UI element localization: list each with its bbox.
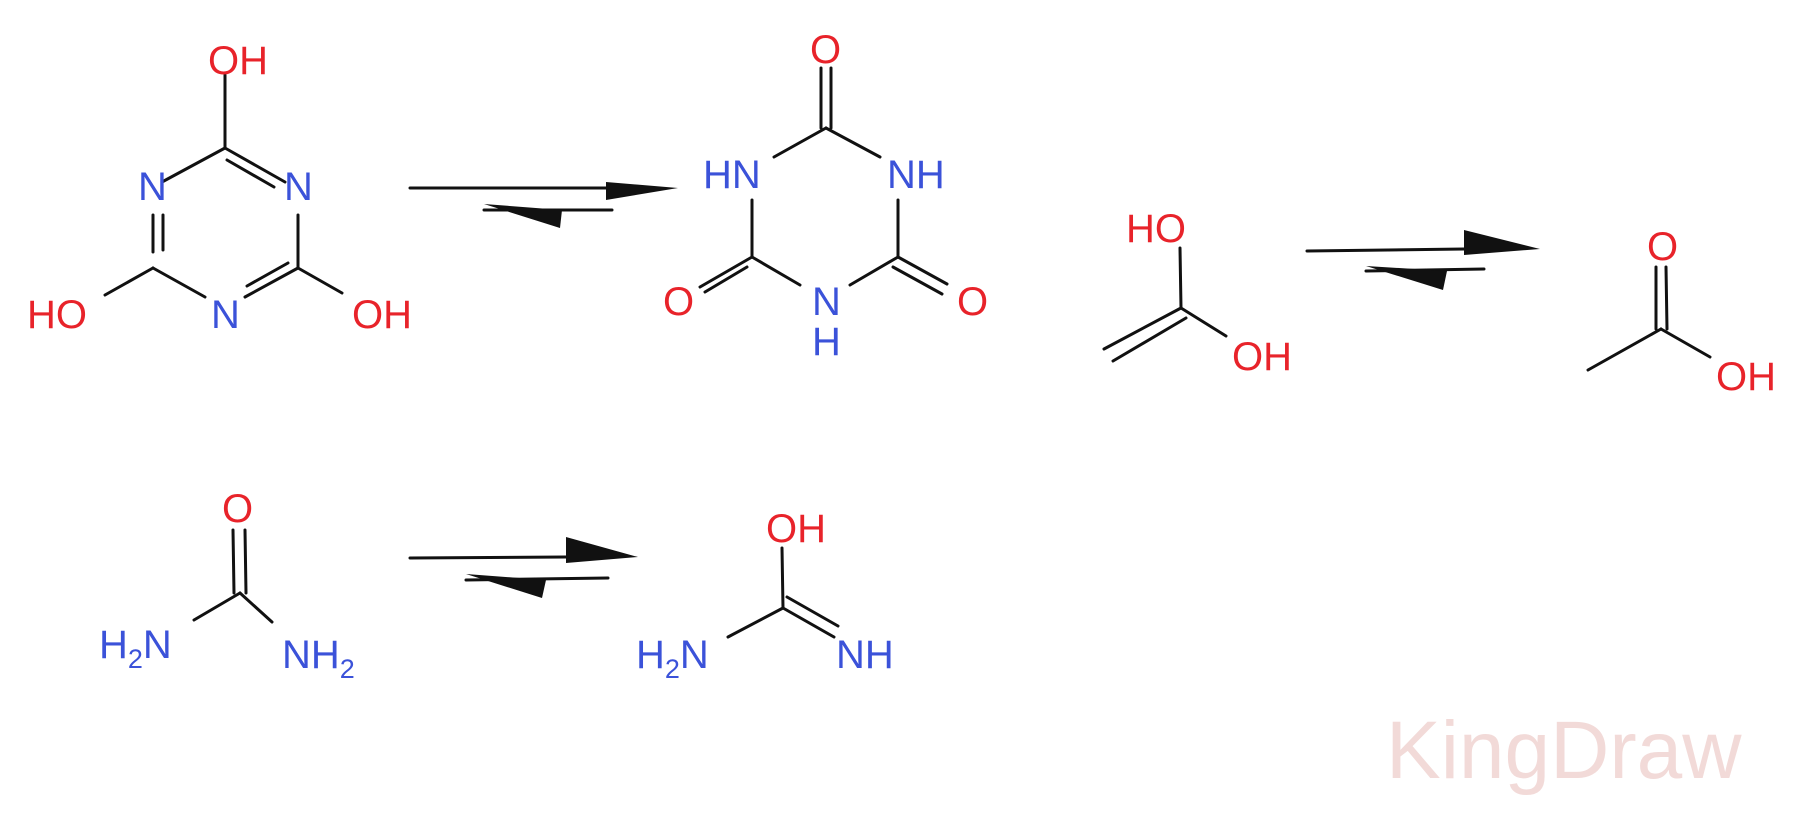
nitrogen-label: NH [836, 633, 894, 677]
nitrogen-label: N [138, 165, 167, 209]
oxygen-label: HO [1126, 207, 1186, 251]
hydrogen-label: H [99, 623, 128, 667]
nitrogen-label: N [211, 293, 240, 337]
nitrogen-symbol: N [680, 633, 709, 677]
hydrogen-label: H [812, 320, 841, 364]
oxygen-label: OH [1716, 355, 1776, 399]
bond [750, 255, 802, 287]
bond [1664, 265, 1669, 331]
bond [223, 146, 287, 184]
oxygen-label: O [1647, 225, 1678, 269]
bond [296, 266, 344, 295]
bond [780, 546, 785, 610]
bond [1305, 247, 1466, 253]
bond [1178, 246, 1183, 310]
bond [781, 606, 836, 639]
bond [1102, 306, 1183, 351]
bond [726, 606, 785, 639]
nitrogen-label: N [812, 280, 841, 324]
oxygen-label: O [810, 28, 841, 72]
oxygen-label: OH [352, 293, 412, 337]
bond [848, 255, 900, 287]
nitrogen-label: H2N [99, 623, 172, 674]
molecule-urea: O H2N NH2 [99, 487, 355, 684]
subscript: 2 [665, 654, 680, 684]
bond [243, 528, 248, 595]
bond [103, 266, 155, 297]
bond [192, 591, 242, 622]
bond [1659, 327, 1712, 359]
nitrogen-label: HN [703, 153, 761, 197]
oxygen-label: HO [27, 293, 87, 337]
arrowhead [1464, 230, 1540, 255]
kingdraw-watermark: KingDraw [1386, 705, 1742, 796]
bond [896, 255, 949, 286]
nitrogen-symbol: N [143, 623, 172, 667]
arrowhead [1366, 266, 1447, 290]
oxygen-label: O [663, 280, 694, 324]
arrowhead [566, 537, 638, 563]
equilibrium-arrow [1305, 230, 1540, 290]
molecule-cyanuric-acid-keto: O HN NH N H O O [663, 28, 988, 364]
oxygen-label: OH [1232, 335, 1292, 379]
subscript: 2 [340, 654, 355, 684]
arrowhead [466, 574, 546, 598]
bond [151, 266, 207, 299]
bond [891, 265, 944, 296]
equilibrium-arrow [408, 537, 638, 598]
subscript: 2 [128, 644, 143, 674]
bond [231, 528, 236, 595]
bond [824, 126, 882, 159]
bond [245, 261, 290, 288]
bond [1586, 327, 1663, 372]
bond [160, 146, 227, 184]
nitrogen-label: NH [887, 153, 945, 197]
bond [785, 595, 840, 628]
arrowhead [606, 182, 678, 200]
nitrogen-label: N [284, 165, 313, 209]
oxygen-label: OH [766, 507, 826, 551]
molecule-acetic-acid: O OH [1586, 225, 1776, 399]
molecule-ethene-1-1-diol: HO OH [1102, 207, 1292, 379]
bond [1179, 306, 1228, 338]
bond [1111, 316, 1188, 363]
nitrogen-label: H2N [636, 633, 709, 684]
equilibrium-arrow [408, 182, 678, 228]
nitrogen-label: NH2 [282, 633, 355, 684]
bond [238, 591, 274, 624]
bond [408, 555, 568, 560]
oxygen-label: O [222, 487, 253, 531]
oxygen-label: OH [208, 39, 268, 83]
molecule-cyanuric-acid-enol: OH N N N HO OH [27, 39, 412, 337]
bond [772, 126, 828, 159]
oxygen-label: O [957, 280, 988, 324]
bond [703, 265, 749, 294]
bond [225, 158, 276, 189]
bond [243, 266, 300, 299]
arrowhead [484, 204, 562, 228]
amine-symbol: NH [282, 633, 340, 677]
bond [698, 255, 754, 289]
molecule-isourea: OH H2N NH [636, 507, 894, 684]
hydrogen-label: H [636, 633, 665, 677]
